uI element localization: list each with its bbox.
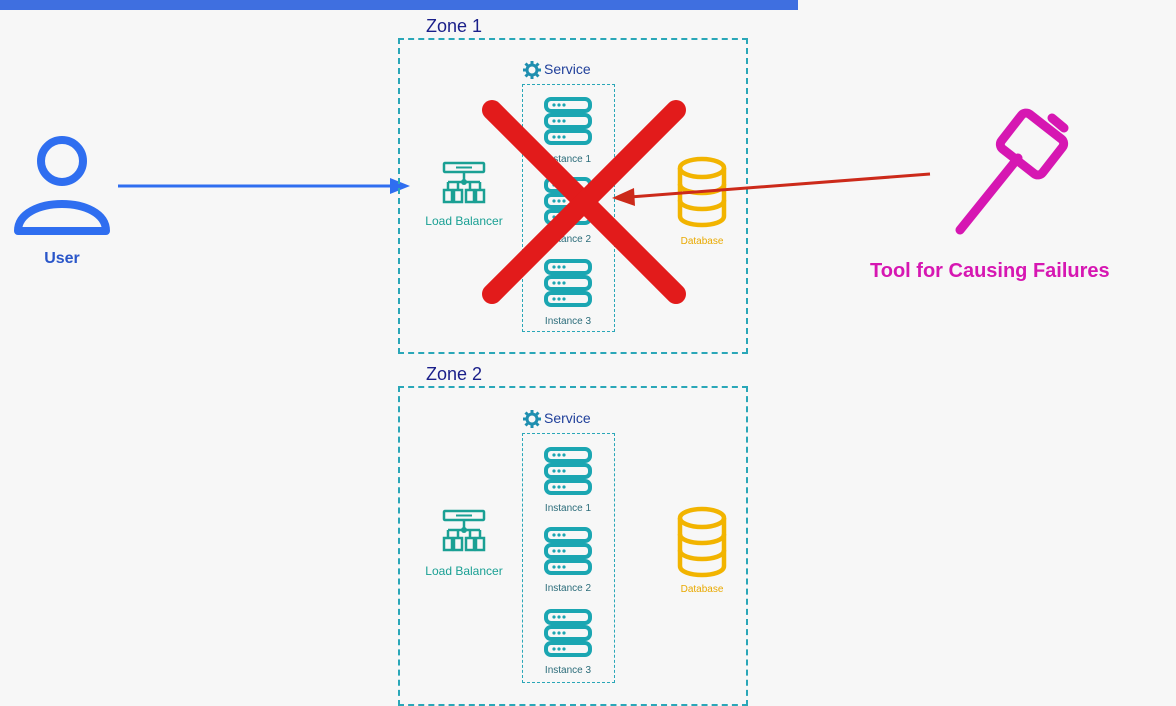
gear-icon: [523, 61, 541, 79]
zone-1-box: [398, 38, 748, 354]
zone-2-database-label: Database: [680, 584, 724, 595]
failure-x-mark: [482, 100, 686, 304]
zone-2-instance-1-label: Instance 1: [544, 503, 592, 514]
zone-2-service-label: Service: [544, 410, 591, 426]
user-to-lb-arrow: [118, 178, 410, 194]
server-icon: [544, 609, 592, 657]
user-label: User: [44, 250, 80, 267]
user-icon: [14, 136, 110, 235]
zone-2-label: Zone 2: [426, 364, 483, 384]
zone-1-instance-2-label: Instance 2: [544, 234, 592, 245]
top-banner: [0, 0, 798, 10]
zone-2-load-balancer-label: Load Balancer: [425, 564, 503, 578]
gear-icon: [523, 410, 541, 428]
zone-1-load-balancer-label: Load Balancer: [425, 214, 503, 228]
server-icon: [544, 527, 592, 575]
zone-2-service-box: [522, 433, 615, 683]
database-icon: [677, 506, 727, 578]
hammer-icon: [955, 108, 1069, 235]
database-icon: [677, 156, 727, 228]
zone-1-instance-3-label: Instance 3: [544, 316, 592, 327]
server-icon: [544, 447, 592, 495]
zone-1-instance-1-label: Instance 1: [544, 154, 592, 165]
zone-1-database-label: Database: [680, 236, 724, 247]
zone-2-instance-3-label: Instance 3: [544, 665, 592, 676]
zone-1-service-label: Service: [544, 61, 591, 77]
load-balancer-icon: [442, 509, 486, 552]
tool-label: Tool for Causing Failures: [870, 260, 1110, 282]
failure-injection-arrow: [612, 172, 931, 206]
server-icon: [544, 97, 592, 145]
zone-1-label: Zone 1: [426, 16, 483, 36]
zone-1-service-box: [522, 84, 615, 332]
load-balancer-icon: [442, 161, 486, 204]
server-icon: [544, 259, 592, 307]
zone-2-instance-2-label: Instance 2: [544, 583, 592, 594]
